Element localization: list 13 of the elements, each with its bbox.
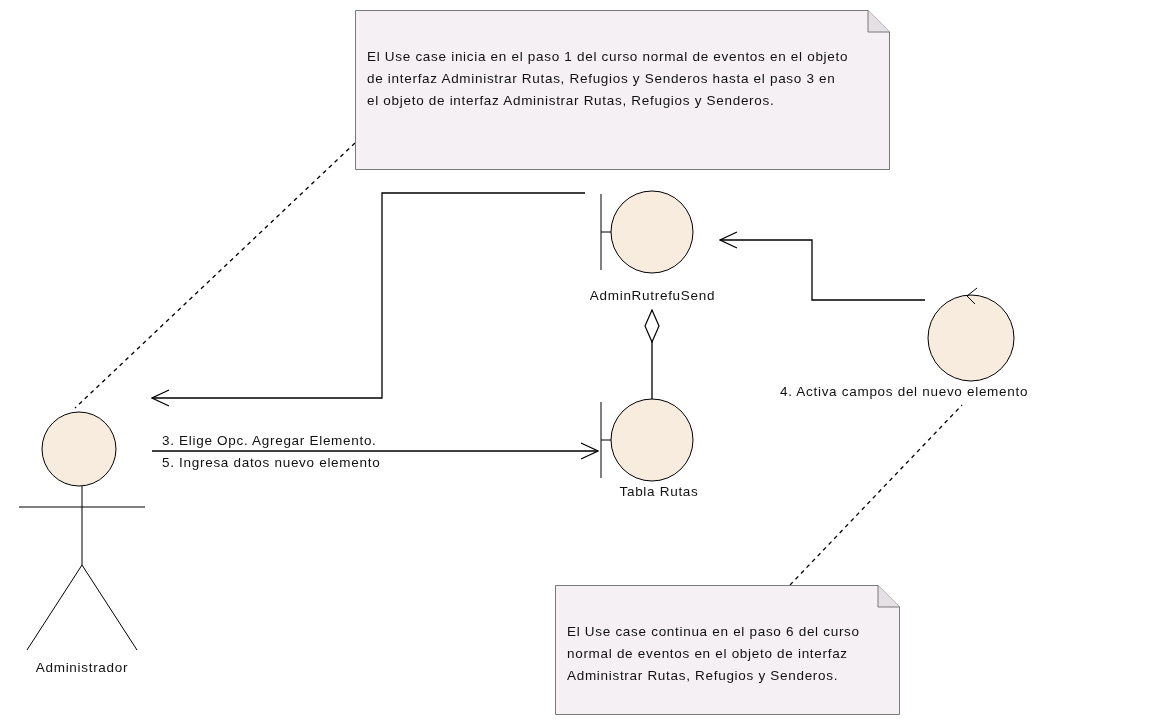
control-symbol [925, 290, 1017, 382]
message-label: 5. Ingresa datos nuevo elemento [160, 455, 383, 470]
dashed-connector [789, 404, 963, 586]
note-text: El Use case continua en el paso 6 del curso normal de eventos en el objeto de interfaz Administrar Rutas, Refugios y Senderos. [567, 623, 861, 685]
connector-arrow [719, 231, 926, 301]
connector-arrow [151, 192, 586, 407]
dashed-connector [74, 142, 356, 409]
object-name: AdminRutrefuSend [588, 288, 717, 303]
object-name: Tabla Rutas [618, 484, 700, 499]
connector-arrow [151, 442, 599, 460]
beside-text: 4. Activa campos del nuevo elemento [780, 384, 1029, 399]
note-text: El Use case inicia en el paso 1 del curso normal de eventos en el objeto de interfaz Administrar Rutas, Refugios y Senderos hasta el paso 3 en el objeto de interfaz Administrar Rutas, Refugios y Senderos. [367, 48, 850, 110]
actor-name: Administrador [34, 660, 130, 675]
